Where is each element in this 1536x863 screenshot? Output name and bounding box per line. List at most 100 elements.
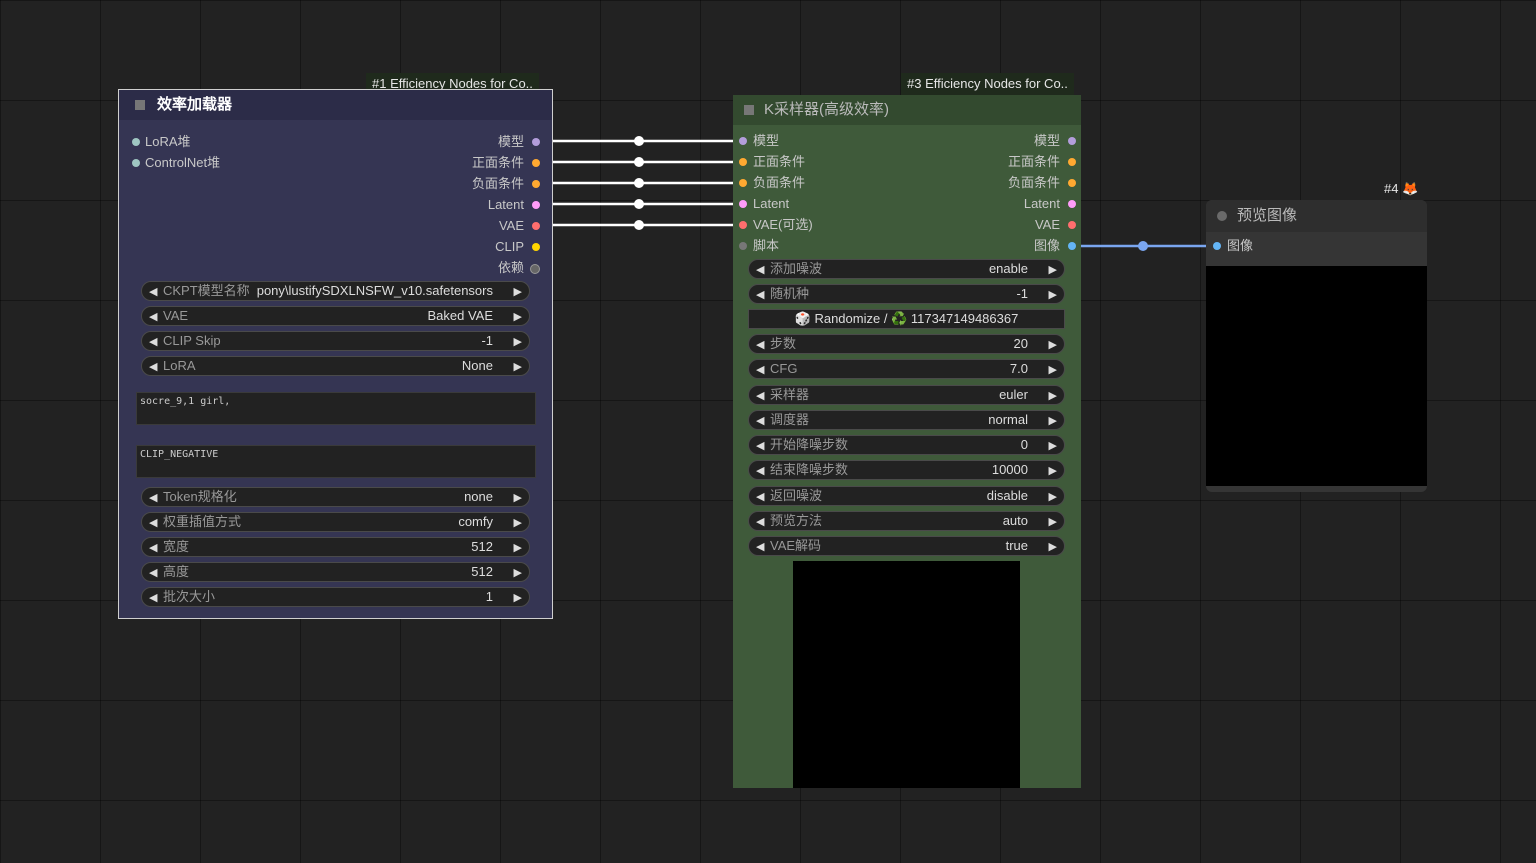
decrement-arrow-icon[interactable]: ◀ bbox=[149, 336, 158, 348]
output-model[interactable]: 模型 bbox=[498, 133, 540, 151]
increment-arrow-icon[interactable]: ▶ bbox=[1048, 390, 1057, 402]
negative-prompt-textarea[interactable]: CLIP_NEGATIVE bbox=[136, 445, 536, 478]
decrement-arrow-icon[interactable]: ◀ bbox=[756, 390, 765, 402]
widget-cfg[interactable]: ◀ CFG 7.0 ▶ bbox=[748, 359, 1065, 379]
decrement-arrow-icon[interactable]: ◀ bbox=[756, 491, 765, 503]
output-dot[interactable] bbox=[532, 180, 540, 188]
increment-arrow-icon[interactable]: ▶ bbox=[1048, 364, 1057, 376]
input-vae-optional[interactable]: VAE(可选) bbox=[739, 216, 813, 234]
decrement-arrow-icon[interactable]: ◀ bbox=[149, 311, 158, 323]
input-dot[interactable] bbox=[132, 159, 140, 167]
output-vae[interactable]: VAE bbox=[1035, 216, 1076, 234]
increment-arrow-icon[interactable]: ▶ bbox=[513, 286, 522, 298]
increment-arrow-icon[interactable]: ▶ bbox=[1048, 339, 1057, 351]
collapse-icon[interactable] bbox=[744, 105, 754, 115]
output-model[interactable]: 模型 bbox=[1034, 132, 1076, 150]
decrement-arrow-icon[interactable]: ◀ bbox=[756, 440, 765, 452]
node1-title-bar[interactable]: 效率加载器 bbox=[119, 90, 552, 120]
widget-vae-decode[interactable]: ◀ VAE解码 true ▶ bbox=[748, 536, 1065, 556]
widget-end-at-step[interactable]: ◀ 结束降噪步数 10000 ▶ bbox=[748, 460, 1065, 480]
input-lora-stack[interactable]: LoRA堆 bbox=[132, 133, 191, 151]
input-negative[interactable]: 负面条件 bbox=[739, 174, 805, 192]
widget-lora[interactable]: ◀ LoRA None ▶ bbox=[141, 356, 530, 376]
node3-title-bar[interactable]: K采样器(高级效率) bbox=[733, 95, 1081, 125]
output-dot[interactable] bbox=[532, 222, 540, 230]
increment-arrow-icon[interactable]: ▶ bbox=[513, 567, 522, 579]
widget-sampler[interactable]: ◀ 采样器 euler ▶ bbox=[748, 385, 1065, 405]
decrement-arrow-icon[interactable]: ◀ bbox=[756, 516, 765, 528]
input-latent[interactable]: Latent bbox=[739, 195, 789, 213]
decrement-arrow-icon[interactable]: ◀ bbox=[756, 339, 765, 351]
output-dependencies[interactable]: 依赖 bbox=[498, 259, 540, 277]
increment-arrow-icon[interactable]: ▶ bbox=[1048, 415, 1057, 427]
increment-arrow-icon[interactable]: ▶ bbox=[513, 492, 522, 504]
output-dot[interactable] bbox=[530, 264, 540, 274]
positive-prompt-textarea[interactable]: socre_9,1 girl, bbox=[136, 392, 536, 425]
preview-image-node[interactable]: 预览图像 图像 bbox=[1206, 200, 1427, 492]
widget-scheduler[interactable]: ◀ 调度器 normal ▶ bbox=[748, 410, 1065, 430]
output-dot[interactable] bbox=[1068, 158, 1076, 166]
input-dot[interactable] bbox=[739, 179, 747, 187]
increment-arrow-icon[interactable]: ▶ bbox=[513, 336, 522, 348]
input-dot[interactable] bbox=[1213, 242, 1221, 250]
widget-add-noise[interactable]: ◀ 添加噪波 enable ▶ bbox=[748, 259, 1065, 279]
randomize-seed-button[interactable]: 🎲 Randomize / ♻️ 117347149486367 bbox=[748, 309, 1065, 329]
input-image[interactable]: 图像 bbox=[1213, 237, 1253, 255]
increment-arrow-icon[interactable]: ▶ bbox=[513, 361, 522, 373]
output-dot[interactable] bbox=[532, 201, 540, 209]
input-positive[interactable]: 正面条件 bbox=[739, 153, 805, 171]
decrement-arrow-icon[interactable]: ◀ bbox=[756, 415, 765, 427]
widget-return-noise[interactable]: ◀ 返回噪波 disable ▶ bbox=[748, 486, 1065, 506]
input-dot[interactable] bbox=[739, 158, 747, 166]
input-dot[interactable] bbox=[739, 242, 747, 250]
output-dot[interactable] bbox=[1068, 242, 1076, 250]
output-dot[interactable] bbox=[532, 159, 540, 167]
widget-token-normalization[interactable]: ◀ Token规格化 none ▶ bbox=[141, 487, 530, 507]
increment-arrow-icon[interactable]: ▶ bbox=[1048, 541, 1057, 553]
input-model[interactable]: 模型 bbox=[739, 132, 779, 150]
decrement-arrow-icon[interactable]: ◀ bbox=[149, 592, 158, 604]
increment-arrow-icon[interactable]: ▶ bbox=[1048, 440, 1057, 452]
decrement-arrow-icon[interactable]: ◀ bbox=[756, 465, 765, 477]
widget-weight-interpretation[interactable]: ◀ 权重插值方式 comfy ▶ bbox=[141, 512, 530, 532]
output-positive[interactable]: 正面条件 bbox=[1008, 153, 1076, 171]
input-dot[interactable] bbox=[132, 138, 140, 146]
output-negative[interactable]: 负面条件 bbox=[472, 175, 540, 193]
node4-title-bar[interactable]: 预览图像 bbox=[1206, 200, 1427, 232]
increment-arrow-icon[interactable]: ▶ bbox=[1048, 465, 1057, 477]
input-dot[interactable] bbox=[739, 200, 747, 208]
increment-arrow-icon[interactable]: ▶ bbox=[1048, 289, 1057, 301]
input-controlnet-stack[interactable]: ControlNet堆 bbox=[132, 154, 220, 172]
input-dot[interactable] bbox=[739, 137, 747, 145]
increment-arrow-icon[interactable]: ▶ bbox=[513, 311, 522, 323]
output-positive[interactable]: 正面条件 bbox=[472, 154, 540, 172]
widget-preview-method[interactable]: ◀ 预览方法 auto ▶ bbox=[748, 511, 1065, 531]
increment-arrow-icon[interactable]: ▶ bbox=[513, 542, 522, 554]
decrement-arrow-icon[interactable]: ◀ bbox=[149, 492, 158, 504]
widget-seed[interactable]: ◀ 随机种 -1 ▶ bbox=[748, 284, 1065, 304]
ksampler-advanced-efficient-node[interactable]: K采样器(高级效率) 模型 正面条件 负面条件 Latent VAE(可选) 脚… bbox=[733, 95, 1081, 788]
output-dot[interactable] bbox=[532, 138, 540, 146]
decrement-arrow-icon[interactable]: ◀ bbox=[149, 517, 158, 529]
widget-steps[interactable]: ◀ 步数 20 ▶ bbox=[748, 334, 1065, 354]
input-script[interactable]: 脚本 bbox=[739, 237, 779, 255]
output-dot[interactable] bbox=[1068, 137, 1076, 145]
output-vae[interactable]: VAE bbox=[499, 217, 540, 235]
widget-vae[interactable]: ◀ VAE Baked VAE ▶ bbox=[141, 306, 530, 326]
increment-arrow-icon[interactable]: ▶ bbox=[513, 517, 522, 529]
output-clip[interactable]: CLIP bbox=[495, 238, 540, 256]
output-dot[interactable] bbox=[1068, 179, 1076, 187]
increment-arrow-icon[interactable]: ▶ bbox=[513, 592, 522, 604]
output-image[interactable]: 图像 bbox=[1034, 237, 1076, 255]
efficiency-loader-node[interactable]: 效率加载器 LoRA堆 ControlNet堆 模型 正面条件 负面条件 Lat… bbox=[118, 89, 553, 619]
decrement-arrow-icon[interactable]: ◀ bbox=[149, 567, 158, 579]
output-dot[interactable] bbox=[1068, 200, 1076, 208]
collapse-icon[interactable] bbox=[135, 100, 145, 110]
output-dot[interactable] bbox=[1068, 221, 1076, 229]
widget-batch-size[interactable]: ◀ 批次大小 1 ▶ bbox=[141, 587, 530, 607]
widget-start-at-step[interactable]: ◀ 开始降噪步数 0 ▶ bbox=[748, 435, 1065, 455]
widget-ckpt-name[interactable]: ◀ CKPT模型名称 pony\lustifySDXLNSFW_v10.safe… bbox=[141, 281, 530, 301]
decrement-arrow-icon[interactable]: ◀ bbox=[149, 361, 158, 373]
decrement-arrow-icon[interactable]: ◀ bbox=[149, 286, 158, 298]
output-latent[interactable]: Latent bbox=[488, 196, 540, 214]
